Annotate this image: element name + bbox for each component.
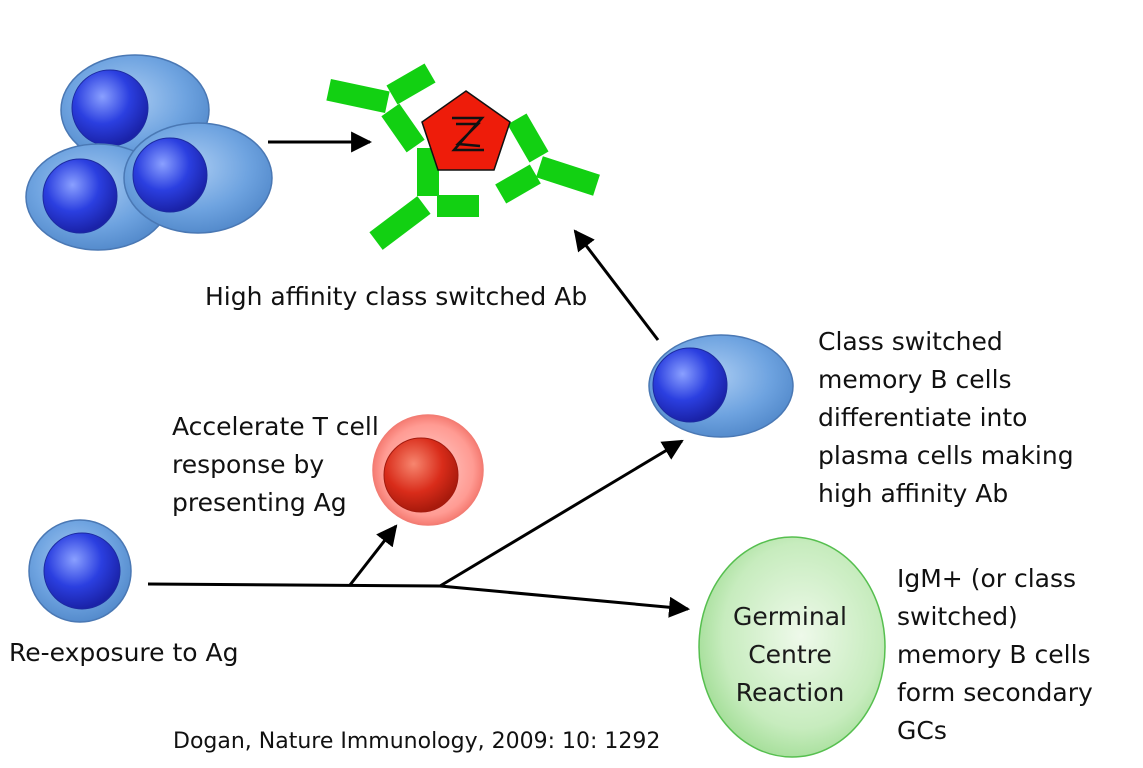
label-line: memory B cells (897, 640, 1091, 669)
label-line: Accelerate T cell (172, 412, 379, 441)
label-line: Reaction (735, 678, 845, 707)
antibody-group (326, 63, 600, 250)
b-cell-icon (28, 519, 132, 623)
label-high-affinity: High affinity class switched Ab (205, 282, 588, 311)
label-germinal-centre: Germinal Centre Reaction (700, 598, 880, 712)
label-line: memory B cells (818, 365, 1012, 394)
arrow-to-t-cell (348, 524, 398, 586)
label-line: Germinal (732, 602, 847, 631)
arrow-to-memory-cell (439, 439, 684, 588)
arrow-to-germinal-centre (439, 584, 691, 618)
label-class-switched: Class switched memory B cells differenti… (818, 323, 1074, 513)
label-line: switched) (897, 602, 1018, 631)
label-line: IgM+ (or class (897, 564, 1077, 593)
pathway-arrows (147, 439, 691, 618)
label-line: response by (172, 450, 325, 479)
antibody-y-icon (369, 148, 479, 250)
label-igm: IgM+ (or class switched) memory B cells … (897, 560, 1093, 750)
t-cell-icon (372, 414, 484, 526)
label-line: Centre (748, 640, 832, 669)
arrow-memory-to-antibody (573, 229, 660, 341)
germinal-centre-ellipse (698, 536, 886, 758)
antibody-y-icon (326, 63, 436, 153)
plasma-cell-cluster (25, 54, 273, 251)
label-line: differentiate into (818, 403, 1028, 432)
b-cell-icon (648, 334, 794, 438)
antibody-y-icon (495, 113, 600, 204)
b-cell-icon (123, 122, 273, 234)
label-accelerate: Accelerate T cell response by presenting… (172, 408, 379, 522)
b-cell-icon (60, 54, 210, 166)
label-line: plasma cells making (818, 441, 1074, 470)
label-line: presenting Ag (172, 488, 347, 517)
label-line: Class switched (818, 327, 1003, 356)
label-line: GCs (897, 716, 947, 745)
label-line: high affinity Ab (818, 479, 1009, 508)
label-line: form secondary (897, 678, 1093, 707)
antigen-pentagon-icon (421, 90, 511, 171)
citation: Dogan, Nature Immunology, 2009: 10: 1292 (173, 729, 661, 754)
label-reexposure: Re-exposure to Ag (9, 638, 239, 667)
